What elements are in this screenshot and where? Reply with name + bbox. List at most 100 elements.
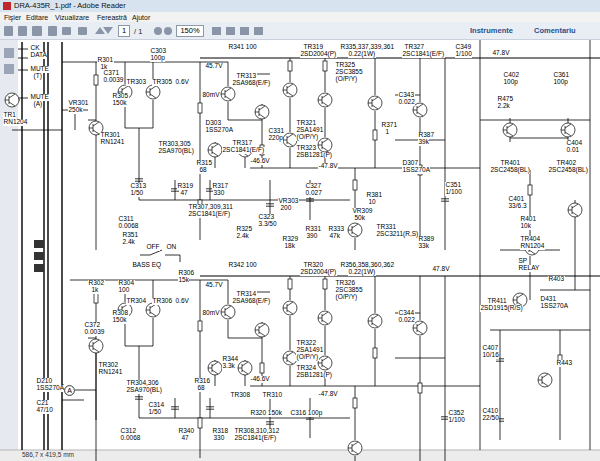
part-label: R302 <box>88 280 105 287</box>
part-label: R387 <box>418 132 435 139</box>
part-label: R389 <box>418 236 435 243</box>
value-label: 1SS270A <box>36 385 64 392</box>
value-label: 330 <box>213 435 225 442</box>
part-label: R301 <box>97 57 114 64</box>
value-label: 68 <box>199 167 207 174</box>
page-number-box: 1 <box>118 25 130 37</box>
part-label: C361 <box>553 72 570 79</box>
part-label: D210 <box>36 378 53 385</box>
part-label: C343 <box>398 92 415 99</box>
value-label: 2SD2004(P) <box>300 51 337 58</box>
value-label: 2SC2458(BL) <box>490 167 530 174</box>
part-label: TR317 <box>232 140 253 147</box>
value-label: 100 <box>118 287 130 294</box>
value-label: 2SD1915(R/S) <box>480 305 523 312</box>
part-label: R325 <box>236 226 253 233</box>
part-label: TR308,310,312 <box>234 428 280 435</box>
part-label: TR308 <box>230 392 251 399</box>
part-label: C303 <box>150 48 167 55</box>
part-label: VR303 <box>278 198 299 205</box>
part-label: TR304,306 <box>126 380 159 387</box>
part-label: R304 <box>118 280 135 287</box>
signal-name: MUTE <box>30 66 49 73</box>
value-label: 2SC3855 <box>335 287 363 294</box>
value-label: 200 <box>280 205 292 212</box>
part-label: TR324 <box>296 365 317 372</box>
part-label: C351 <box>445 182 462 189</box>
value-label: 2.4k <box>122 239 135 246</box>
part-label: C327 <box>305 183 322 190</box>
part-label: C323 <box>258 214 275 221</box>
value-label: 3.3/50 <box>258 221 277 228</box>
value-label: 2SB1281(P) <box>296 152 332 159</box>
value-label: 2.4k <box>236 233 249 240</box>
value-label: 10 <box>368 199 376 206</box>
value-label: 0.0039 <box>103 77 124 84</box>
value-label: 3.3k <box>222 363 235 370</box>
part-label: R381 <box>366 192 383 199</box>
part-label: TR306 <box>152 298 173 305</box>
value-label: 1SS270A <box>540 303 568 310</box>
value-label: 100p <box>503 79 518 86</box>
voltage-label: 0.6V <box>175 298 189 305</box>
value-label: 2SC1841(E/F) <box>222 147 265 154</box>
part-label: TR1 <box>3 112 16 119</box>
signal-name: CK <box>30 45 40 52</box>
part-label: TR307,309,311 <box>188 204 233 211</box>
value-label: (O/P/Y) <box>335 76 358 83</box>
part-label: TR404 <box>520 236 541 243</box>
part-label: D303 <box>205 120 222 127</box>
voltage-label: 47.8V <box>492 50 510 57</box>
value-label: 1/100 <box>455 51 472 58</box>
part-label: C21 <box>36 400 49 407</box>
part-label: R443 <box>556 360 573 367</box>
part-label: R344 <box>222 356 239 363</box>
node-text: 150% <box>180 27 199 35</box>
part-label: R318 <box>212 428 229 435</box>
window-title: DRA-435R_1.pdf - Adobe Reader <box>14 2 126 10</box>
part-label: C407 <box>482 345 499 352</box>
part-label: TR301 <box>100 132 121 139</box>
part-label: R340 <box>178 428 195 435</box>
part-label: R403 <box>548 276 565 283</box>
value-label: 18k <box>284 243 295 250</box>
value-label: 22/50 <box>482 415 499 422</box>
part-label: TR402 <box>556 160 577 167</box>
part-label: TR331 <box>376 224 397 231</box>
toolbar-button: Instrumente <box>470 27 513 35</box>
part-label: VR301 <box>68 100 89 107</box>
value-label: (O/P/Y) <box>296 134 319 141</box>
value-label: 0.022 <box>398 317 415 324</box>
value-label: 2SC3855 <box>335 69 363 76</box>
value-label: 0.027 <box>305 190 322 197</box>
signal-name: SP <box>518 258 528 265</box>
part-label: C371 <box>103 70 120 77</box>
value-label: 47 <box>181 435 189 442</box>
value-label: 1/100 <box>448 417 465 424</box>
value-label: 150k <box>112 317 127 324</box>
part-label: R356,358,360,362 <box>340 262 395 269</box>
voltage-label: -46.6V <box>250 158 270 165</box>
part-label: C344 <box>398 310 415 317</box>
signal-name: (T) <box>33 73 42 80</box>
value-label: 1/50 <box>130 190 144 197</box>
part-label: R475 <box>497 96 514 103</box>
value-label: 100p <box>553 79 568 86</box>
menu-item: Fereastră <box>97 14 127 21</box>
value-label: 2SA1491 <box>296 127 324 134</box>
value-label: 2SA968(E/F) <box>232 298 271 305</box>
value-label: 1/100 <box>445 189 462 196</box>
voltage-label: 0.6V <box>175 79 189 86</box>
value-label: RN1204 <box>3 119 28 126</box>
part-label: TR310 <box>262 392 283 399</box>
part-label: C313 <box>130 183 147 190</box>
value-label: 0.0068 <box>118 223 139 230</box>
part-label: R342 100 <box>228 262 257 269</box>
part-label: R331 <box>305 226 322 233</box>
part-label: TR401 <box>500 160 521 167</box>
part-label: C352 <box>448 410 465 417</box>
part-label: R319 <box>177 183 194 190</box>
part-label: TR320 <box>303 262 324 269</box>
value-label: 2.2k <box>497 103 510 110</box>
